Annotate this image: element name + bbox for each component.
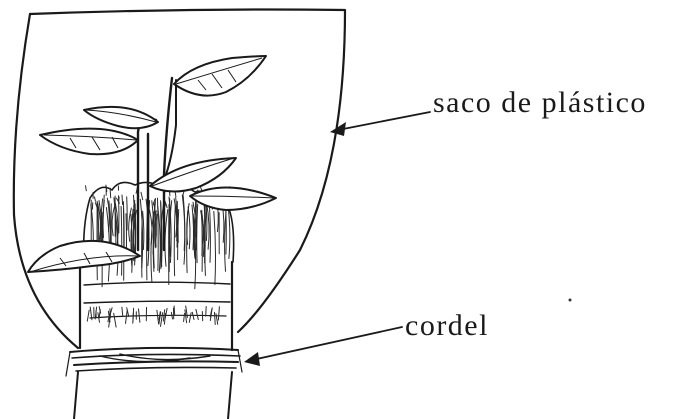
root-hair — [133, 313, 134, 323]
moss-fiber — [182, 195, 185, 264]
root-hair — [139, 309, 140, 322]
root-hair — [189, 313, 191, 323]
moss-tuft — [141, 192, 143, 200]
moss-fiber — [112, 205, 115, 236]
moss-tuft — [119, 197, 120, 203]
moss-fiber — [192, 205, 194, 250]
moss-fiber — [197, 204, 198, 263]
root-hair — [184, 314, 185, 322]
bag-pointer-arrow — [330, 112, 430, 136]
moss-fiber — [121, 207, 122, 276]
root-hair — [196, 309, 198, 319]
moss-fiber — [98, 204, 99, 245]
root-hair — [171, 312, 172, 319]
moss-tuft — [95, 197, 96, 201]
moss-tuft — [110, 188, 111, 198]
branch-stem — [74, 262, 232, 419]
root-hair — [206, 307, 207, 317]
string-label: cordel — [405, 311, 489, 341]
moss-fiber — [214, 211, 216, 284]
root-hair — [174, 306, 175, 315]
leaf-far-right — [190, 187, 276, 210]
root-hair — [157, 310, 159, 324]
root-hair — [126, 311, 128, 324]
root-hair — [114, 313, 116, 327]
leaf-left — [40, 129, 138, 155]
plastic-bag-label: saco de plástico — [433, 88, 647, 118]
moss-fiber — [178, 210, 179, 243]
moss-fiber — [188, 207, 190, 249]
leaf-mid-left — [84, 107, 158, 128]
root-hair — [215, 312, 216, 324]
root-hair — [87, 310, 89, 321]
moss-tuft — [122, 195, 123, 205]
moss-fiber — [174, 205, 175, 276]
speck-dot — [569, 299, 572, 302]
root-hair — [99, 307, 100, 314]
leaf-bottom-left — [28, 241, 140, 272]
leaf-top-right — [174, 56, 266, 96]
moss-fiber — [165, 209, 168, 266]
root-hair — [218, 307, 219, 320]
root-hair — [122, 307, 123, 315]
string-tie — [66, 348, 242, 376]
string-pointer-arrow — [244, 327, 402, 366]
moss-tuft — [86, 186, 87, 191]
